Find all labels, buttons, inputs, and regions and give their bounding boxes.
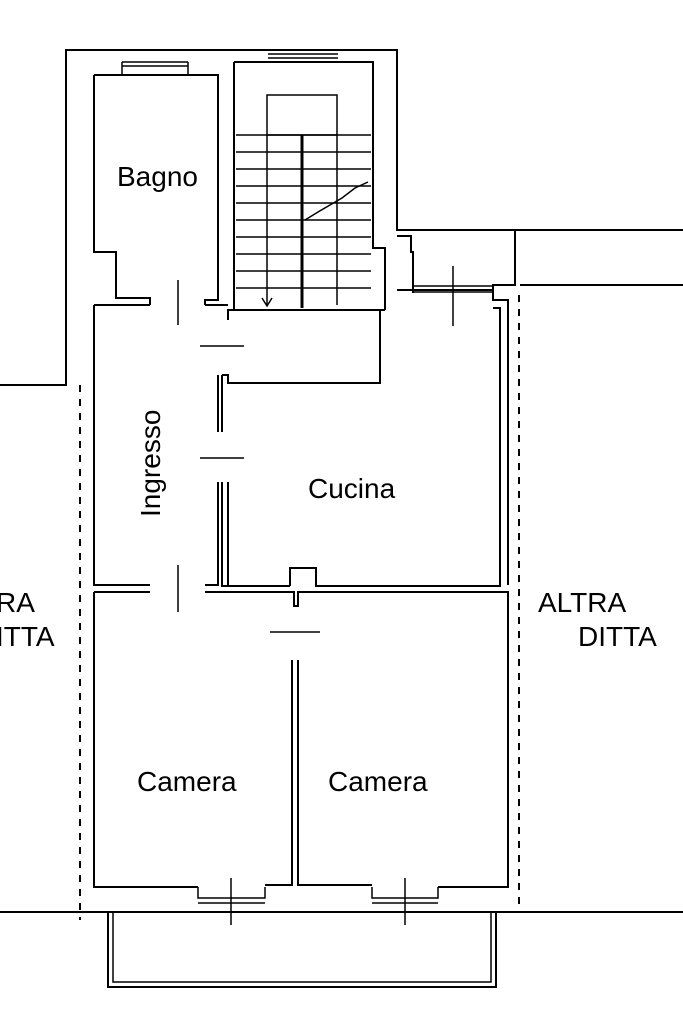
camera-walls bbox=[93, 591, 509, 888]
neighbour-label-right-2: DITTA bbox=[578, 621, 657, 652]
balcony bbox=[107, 912, 497, 988]
neighbour-label-right-1: ALTRA bbox=[538, 587, 626, 618]
room-label-camera-left: Camera bbox=[137, 766, 237, 797]
ingresso-walls bbox=[93, 280, 385, 612]
stair-window bbox=[268, 49, 338, 59]
camera-windows bbox=[197, 878, 439, 925]
bagno-window bbox=[121, 49, 189, 75]
cucina-walls bbox=[289, 307, 501, 587]
stairwell bbox=[227, 61, 386, 320]
landing bbox=[397, 232, 516, 585]
room-label-bagno: Bagno bbox=[117, 161, 198, 192]
room-label-ingresso: Ingresso bbox=[135, 410, 166, 517]
room-label-camera-right: Camera bbox=[328, 766, 428, 797]
room-label-cucina: Cucina bbox=[308, 473, 396, 504]
neighbour-label-left-2: ITTA bbox=[0, 621, 55, 652]
neighbour-label-left-1: RA bbox=[0, 587, 35, 618]
bagno-walls bbox=[93, 74, 219, 305]
